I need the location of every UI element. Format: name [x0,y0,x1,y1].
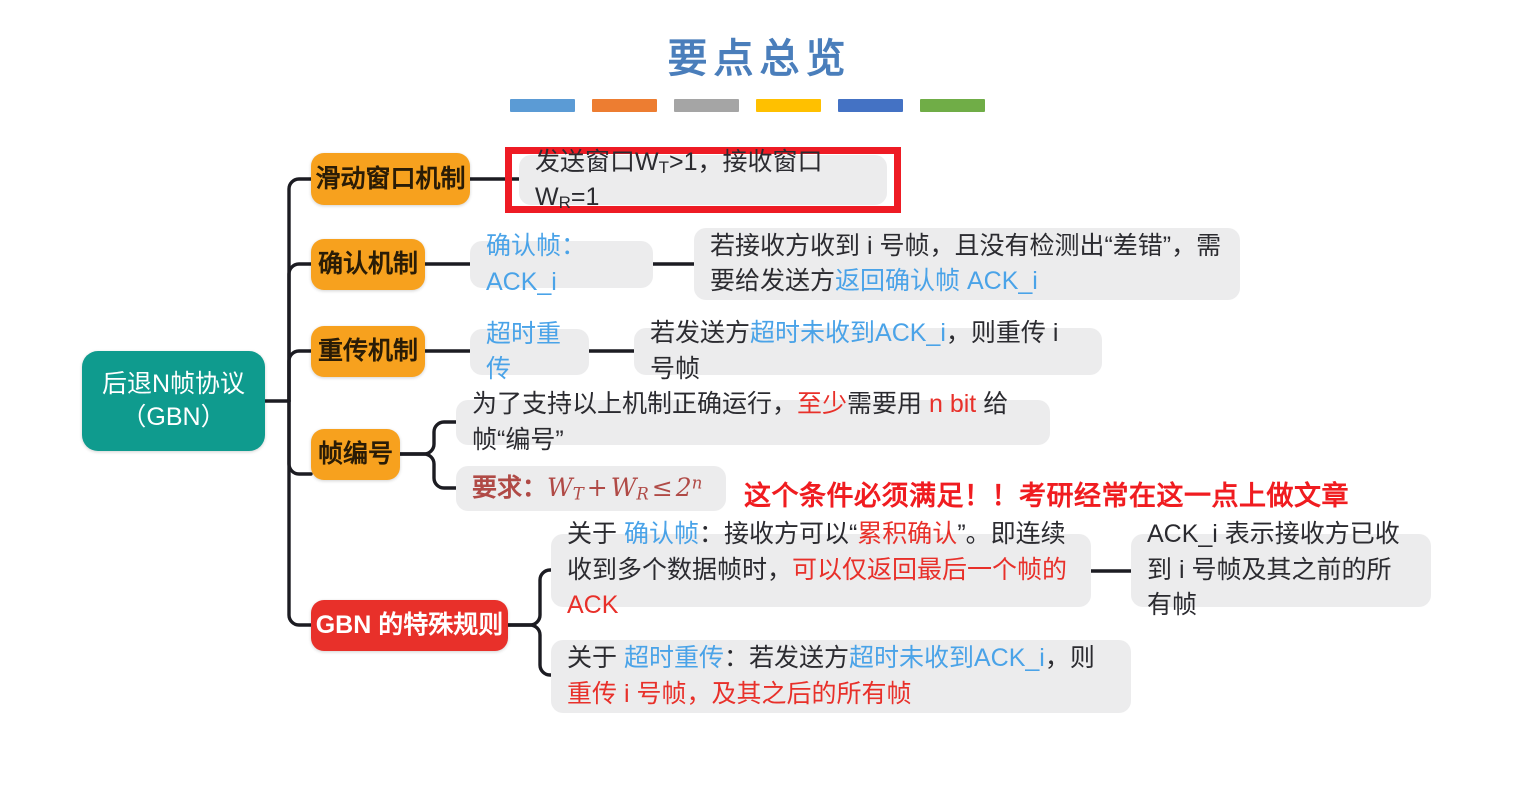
leaf-ack-frame-text: 确认帧：ACK_i [486,232,587,296]
branch-node-frame-numbering[interactable]: 帧编号 [311,429,400,480]
leaf-timeout-retransmit[interactable]: 超时重传 [470,320,589,383]
highlight-frame-sliding-window [505,147,901,213]
leaf-rule-ack-meaning-note[interactable]: ACK_i 表示接收方已收到 i 号帧及其之前的所有帧 [1131,520,1431,619]
branch-node-frame-numbering-label: 帧编号 [317,440,393,468]
leaf-ack-frame[interactable]: 确认帧：ACK_i [470,232,653,296]
root-node-gbn[interactable]: 后退N帧协议 （GBN） [82,351,265,451]
branch-node-sliding-window[interactable]: 滑动窗口机制 [311,153,470,205]
annotation-exam-tip-text: 这个条件必须满足！！考研经常在这一点上做文章 [744,481,1349,511]
root-node-label: 后退N帧协议 （GBN） [101,370,246,431]
branch-node-sliding-window-label: 滑动窗口机制 [315,164,466,193]
accent-bar-6 [920,99,985,112]
branch-node-retransmission[interactable]: 重传机制 [311,326,425,377]
branch-node-ack-mechanism-label: 确认机制 [317,250,418,278]
accent-bar-3 [674,99,739,112]
leaf-retransmission-detail[interactable]: 若发送方超时未收到ACK_i，则重传 i 号帧 [634,319,1102,383]
leaf-sliding-window-text: 发送窗口WT>1，接收窗口WR=1 [535,147,823,213]
annotation-exam-tip: 这个条件必须满足！！考研经常在这一点上做文章 [744,474,1349,513]
leaf-sliding-window-detail[interactable]: 发送窗口WT>1，接收窗口WR=1 [519,148,887,212]
branch-node-gbn-special-rules-label: GBN 的特殊规则 [315,611,504,639]
leaf-rule-ack-meaning-note-text: ACK_i 表示接收方已收到 i 号帧及其之前的所有帧 [1147,520,1400,620]
leaf-ack-detail[interactable]: 若接收方收到 i 号帧，且没有检测出“差错”，需要给发送方返回确认帧 ACK_i [694,228,1240,300]
leaf-rule-timeout-retransmit-text: 关于 超时重传：若发送方超时未收到ACK_i，则重传 i 号帧，及其之后的所有帧 [567,644,1095,708]
title-accent-bars [510,99,985,112]
accent-bar-4 [756,99,821,112]
leaf-timeout-retransmit-text: 超时重传 [486,319,562,384]
accent-bar-5 [838,99,903,112]
leaf-retransmission-detail-text: 若发送方超时未收到ACK_i，则重传 i 号帧 [650,319,1059,383]
branch-node-ack-mechanism[interactable]: 确认机制 [311,239,425,290]
accent-bar-1 [510,99,575,112]
leaf-frame-numbering-detail[interactable]: 为了支持以上机制正确运行，至少需要用 n bit 给帧“编号” [456,390,1050,454]
leaf-ack-detail-text: 若接收方收到 i 号帧，且没有检测出“差错”，需要给发送方返回确认帧 ACK_i [710,231,1222,296]
leaf-rule-cumulative-ack-text: 关于 确认帧：接收方可以“累积确认”。即连续收到多个数据帧时，可以仅返回最后一个… [567,520,1068,620]
formula-window-constraint: 要求：WT+WR≤2n [472,473,703,505]
leaf-frame-numbering-formula[interactable]: 要求：WT+WR≤2n [456,466,726,511]
branch-node-gbn-special-rules[interactable]: GBN 的特殊规则 [311,600,508,651]
page-title: 要点总览 [667,35,852,82]
branch-node-retransmission-label: 重传机制 [317,337,418,365]
accent-bar-2 [592,99,657,112]
leaf-rule-cumulative-ack[interactable]: 关于 确认帧：接收方可以“累积确认”。即连续收到多个数据帧时，可以仅返回最后一个… [551,520,1091,619]
leaf-rule-timeout-retransmit[interactable]: 关于 超时重传：若发送方超时未收到ACK_i，则重传 i 号帧，及其之后的所有帧 [551,640,1131,713]
leaf-frame-numbering-detail-text: 为了支持以上机制正确运行，至少需要用 n bit 给帧“编号” [472,390,1009,454]
